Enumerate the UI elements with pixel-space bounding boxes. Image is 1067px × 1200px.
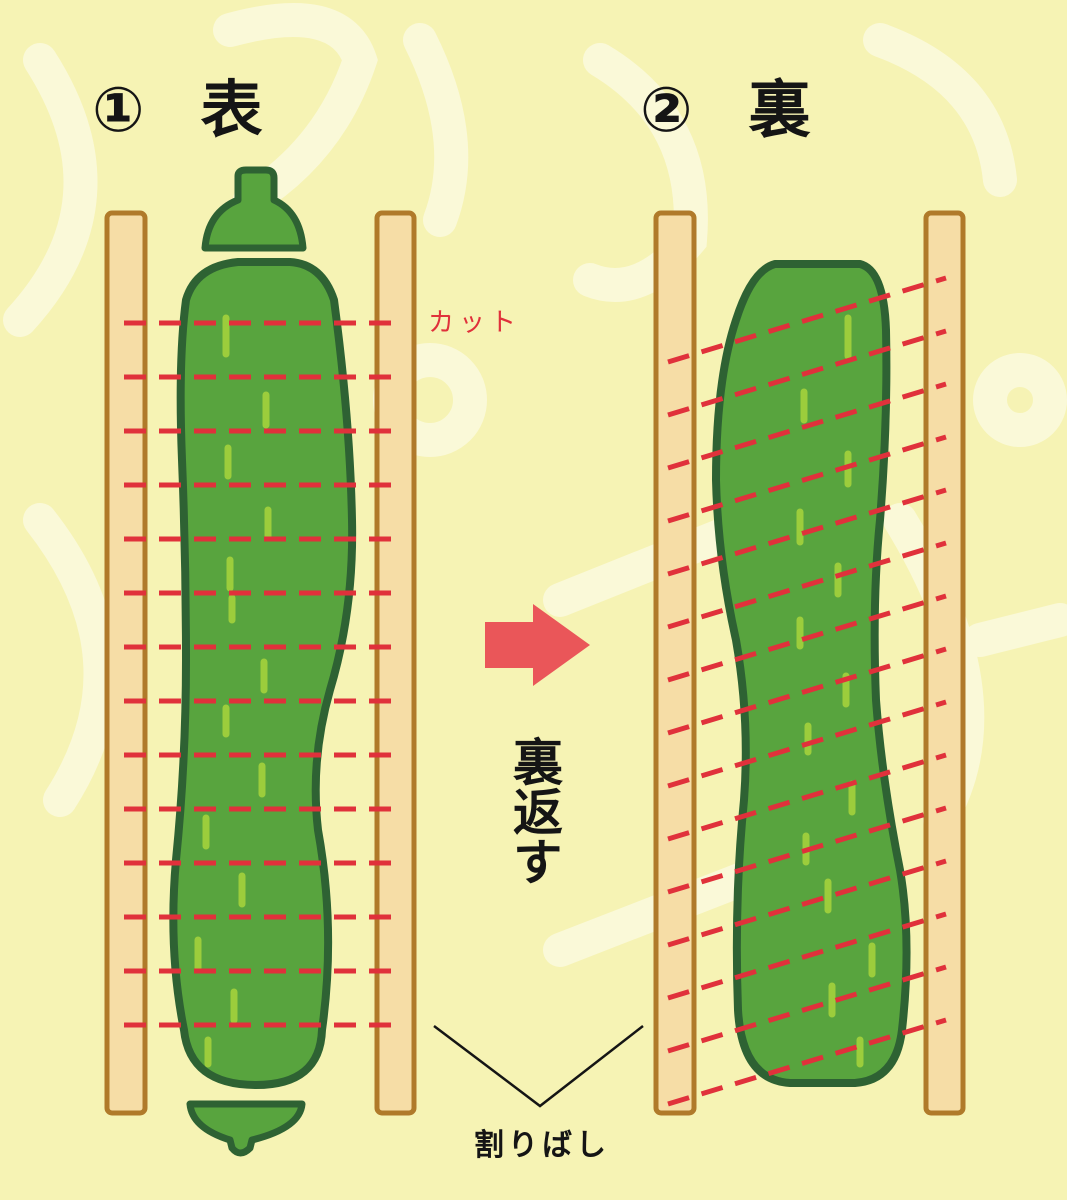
cucumber-icon <box>169 166 357 1157</box>
cut-line <box>667 646 947 736</box>
watermark-stroke <box>963 603 1067 657</box>
cut-line <box>667 858 947 948</box>
watermark-stroke <box>23 503 118 817</box>
chopsticks-label: 割りばし <box>474 1128 610 1163</box>
chopstick-icon <box>104 210 148 1116</box>
step-number: ① <box>92 73 145 146</box>
flip-label: 裏返す <box>505 736 563 886</box>
chopsticks-pointer <box>433 1025 644 1108</box>
cut-line <box>667 434 947 524</box>
cut-line <box>667 540 947 630</box>
cut-label: カット <box>428 308 522 338</box>
cut-line <box>667 381 947 471</box>
cut-line <box>667 805 947 895</box>
chopstick-icon <box>374 210 417 1116</box>
watermark-stroke <box>213 3 378 217</box>
cucumber-stem-end <box>201 166 307 252</box>
cut-line <box>667 911 947 1001</box>
step-title: 表 <box>200 73 263 146</box>
watermark-stroke <box>863 23 1017 197</box>
step-number: ② <box>640 73 693 146</box>
cut-line <box>667 699 947 789</box>
cucumber-body <box>712 260 911 1087</box>
watermark-dot <box>973 353 1067 447</box>
step-title: 裏 <box>748 73 811 146</box>
cucumber-highlights <box>194 314 272 1068</box>
chopstick-icon <box>653 210 697 1116</box>
cucumber-icon <box>712 260 911 1087</box>
cut-line <box>667 275 947 365</box>
cut-line <box>667 752 947 842</box>
cut-line <box>667 593 947 683</box>
cut-line <box>667 487 947 577</box>
chopstick-icon <box>923 210 966 1116</box>
cut-line <box>667 964 947 1054</box>
cut-line <box>667 328 947 418</box>
right-arrow-icon <box>485 604 590 686</box>
cucumber-blossom-end <box>186 1100 306 1157</box>
cut-lines-back <box>667 275 947 1107</box>
cut-line <box>667 1017 947 1107</box>
watermark-stroke <box>403 23 469 237</box>
watermark-stroke <box>543 863 757 967</box>
watermark-stroke <box>3 43 98 337</box>
cut-lines-front <box>124 320 402 1028</box>
